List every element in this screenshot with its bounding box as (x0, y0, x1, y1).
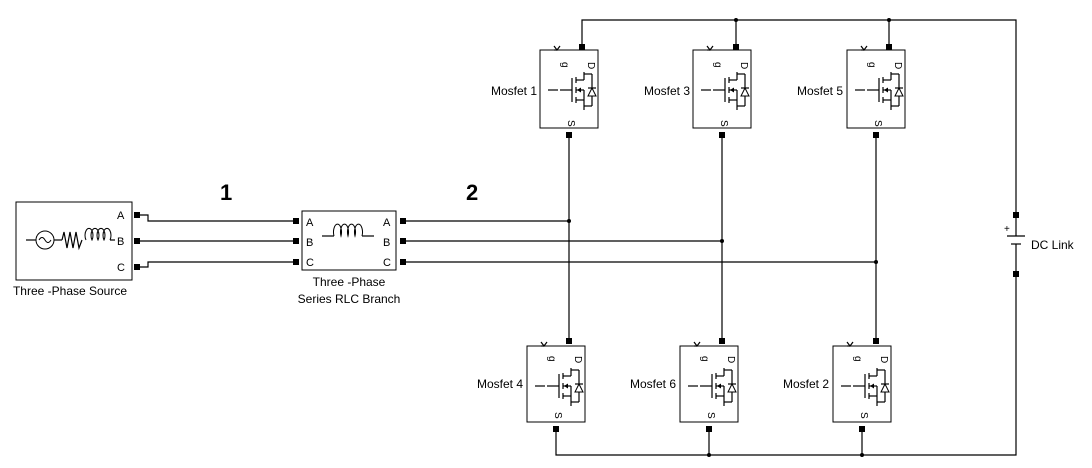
svg-text:S: S (565, 120, 576, 127)
mosfet-3-label: Mosfet 3 (644, 84, 690, 98)
svg-text:D: D (572, 356, 583, 363)
svg-text:g: g (866, 62, 877, 68)
mosfet-6-label: Mosfet 6 (630, 377, 676, 391)
rlc-in-b-label: B (306, 237, 313, 249)
rlc-in-port-b[interactable] (293, 238, 299, 244)
svg-text:S: S (872, 120, 883, 127)
rlc-out-a-label: A (383, 217, 391, 229)
svg-text:S: S (705, 412, 716, 419)
signal-label-2: 2 (466, 180, 478, 205)
svg-text:D: D (738, 62, 749, 69)
mosfet-2-label: Mosfet 2 (783, 377, 829, 391)
wiring (140, 18, 1017, 457)
rlc-name-line1: Three -Phase (313, 275, 386, 289)
mosfet-6-block[interactable]: g D S (679, 338, 739, 432)
dc-link-plus-sign: + (1004, 224, 1010, 235)
mosfet-3-block[interactable]: g D S (692, 44, 752, 138)
dc-link-block[interactable]: + DC Link (1004, 212, 1075, 277)
svg-text:S: S (858, 412, 869, 419)
svg-text:g: g (559, 62, 570, 68)
signal-label-1: 1 (220, 180, 232, 205)
mosfet-4-block[interactable]: g D S (526, 338, 586, 432)
mosfet-4-label: Mosfet 4 (477, 377, 523, 391)
rlc-in-c-label: C (306, 257, 314, 269)
mosfet-1-block[interactable]: g D S (539, 44, 599, 138)
source-name: Three -Phase Source (13, 284, 127, 298)
mosfet-2-block[interactable]: g D S (832, 338, 892, 432)
source-port-b[interactable] (134, 238, 140, 244)
dc-link-port-plus[interactable] (1013, 212, 1019, 218)
svg-text:g: g (546, 356, 557, 362)
source-port-c-label: C (117, 262, 125, 274)
svg-text:D: D (878, 356, 889, 363)
source-port-b-label: B (117, 236, 124, 248)
rlc-out-b-label: B (383, 237, 390, 249)
rlc-in-a-label: A (306, 217, 314, 229)
rlc-out-port-b[interactable] (400, 238, 406, 244)
svg-text:D: D (892, 62, 903, 69)
series-rlc-branch-block[interactable]: A B C A B C Three -Phase Series RLC Bran… (293, 210, 406, 306)
rlc-in-port-c[interactable] (293, 259, 299, 265)
rlc-name-line2: Series RLC Branch (298, 292, 401, 306)
svg-text:g: g (852, 356, 863, 362)
dc-link-name: DC Link (1031, 238, 1075, 252)
rlc-out-port-a[interactable] (400, 218, 406, 224)
source-port-c[interactable] (134, 264, 140, 270)
svg-text:S: S (552, 412, 563, 419)
rlc-out-c-label: C (383, 257, 391, 269)
mosfet-5-block[interactable]: g D S (846, 44, 906, 138)
mosfet-1-label: Mosfet 1 (491, 84, 537, 98)
svg-text:g: g (712, 62, 723, 68)
rlc-out-port-c[interactable] (400, 259, 406, 265)
dc-link-port-minus[interactable] (1013, 271, 1019, 277)
svg-text:S: S (718, 120, 729, 127)
source-port-a[interactable] (134, 212, 140, 218)
three-phase-source-block[interactable]: A B C Three -Phase Source (13, 201, 140, 298)
svg-text:D: D (585, 62, 596, 69)
svg-text:g: g (699, 356, 710, 362)
source-port-a-label: A (117, 210, 125, 222)
rlc-in-port-a[interactable] (293, 218, 299, 224)
svg-text:D: D (725, 356, 736, 363)
mosfet-5-label: Mosfet 5 (797, 84, 843, 98)
